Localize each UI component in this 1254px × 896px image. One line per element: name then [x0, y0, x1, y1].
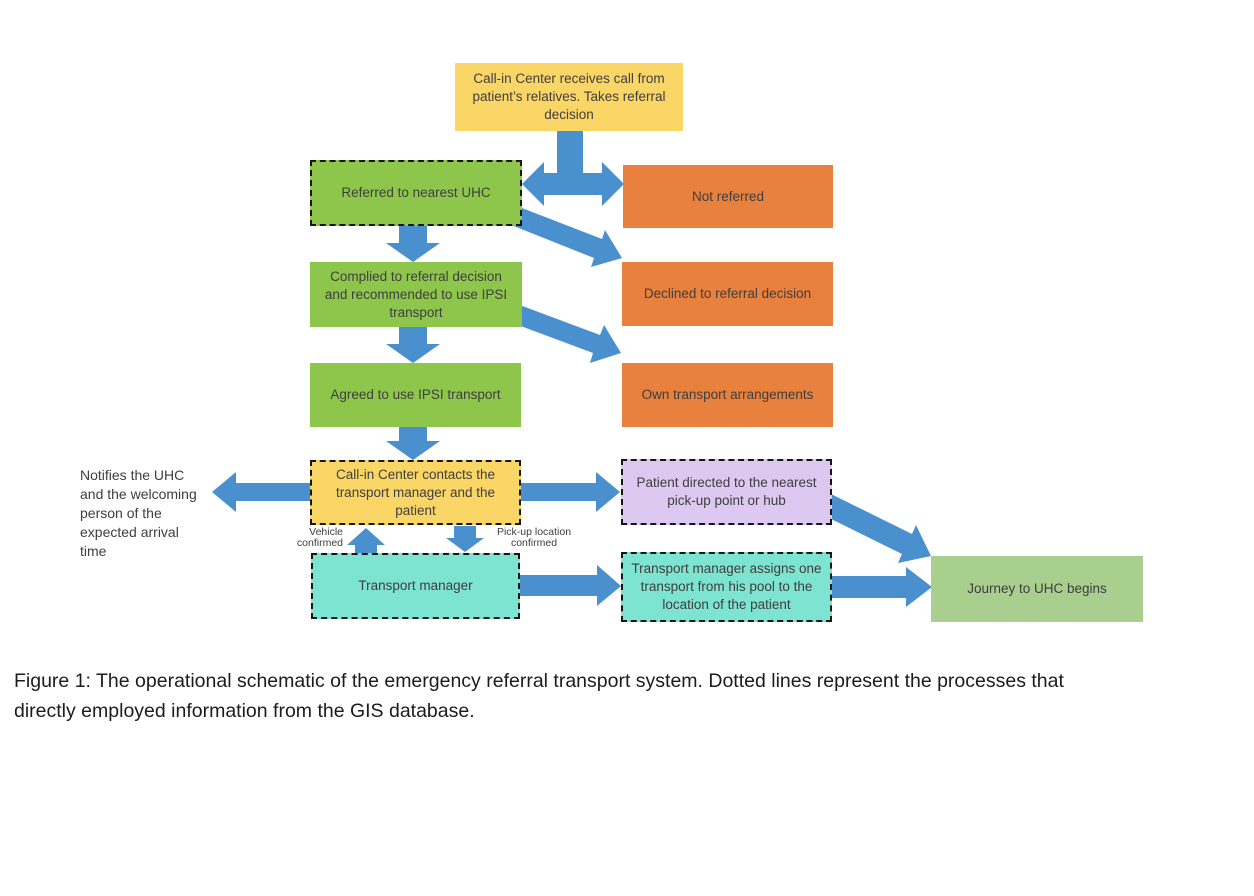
arrow-vehicle-confirmed-up [347, 528, 385, 553]
node-not-referred-label: Not referred [691, 188, 765, 204]
node-call-in-contacts-label: Call-in Center contacts the transport ma… [335, 466, 496, 518]
node-patient-directed-pickup: Patient directed to the nearest pick-up … [621, 459, 832, 525]
node-call-in-contacts: Call-in Center contacts the transport ma… [310, 460, 521, 525]
node-agreed-ipsi-transport: Agreed to use IPSI transport [310, 363, 521, 427]
figure-caption: Figure 1: The operational schematic of t… [14, 666, 1214, 726]
arrow-pickup-confirmed-down [446, 526, 484, 552]
arrow-referred-to-declined [501, 203, 622, 267]
arrow-assigns-to-journey [832, 567, 932, 607]
node-transport-manager: Transport manager [311, 553, 520, 619]
arrow-contacts-to-pickup [521, 472, 620, 512]
arrow-referred-to-complied [386, 226, 440, 262]
node-own-transport: Own transport arrangements [622, 363, 833, 427]
node-declined-referral-label: Declined to referral decision [643, 286, 812, 301]
node-declined-referral: Declined to referral decision [622, 262, 833, 326]
side-note-notifies: Notifies the UHC and the welcoming perso… [80, 467, 197, 559]
arrow-manager-to-assigns [520, 565, 621, 606]
figure-caption-line-2: directly employed information from the G… [14, 700, 475, 722]
node-agreed-ipsi-transport-label: Agreed to use IPSI transport [330, 387, 501, 402]
arrow-agreed-to-contacts [386, 427, 440, 460]
node-referred-nearest-uhc: Referred to nearest UHC [310, 160, 522, 226]
node-own-transport-label: Own transport arrangements [641, 387, 814, 402]
arrow-decision-split [522, 162, 624, 206]
figure-caption-line-1: Figure 1: The operational schematic of t… [14, 670, 1064, 692]
node-call-in-receives: Call-in Center receives call from patien… [455, 63, 683, 131]
node-call-in-receives-label: Call-in Center receives call from patien… [472, 71, 666, 122]
node-transport-assigns: Transport manager assigns one transport … [621, 552, 832, 622]
node-complied-referral: Complied to referral decision and recomm… [310, 262, 522, 327]
node-not-referred: Not referred [623, 165, 833, 228]
edge-label-pickup-location-confirmed: Pick-up location confirmed [496, 526, 572, 549]
arrow-contacts-to-notify [212, 472, 311, 512]
arrow-pickup-to-journey [821, 494, 931, 563]
node-transport-manager-label: Transport manager [358, 578, 473, 593]
arrow-complied-to-agreed [386, 327, 440, 363]
node-referred-nearest-uhc-label: Referred to nearest UHC [341, 185, 491, 200]
node-transport-assigns-label: Transport manager assigns one transport … [631, 561, 822, 612]
node-complied-referral-label: Complied to referral decision and recomm… [324, 268, 508, 320]
arrow-complied-to-own-transport [502, 301, 621, 363]
edge-label-vehicle-confirmed: Vehicle confirmed [296, 526, 343, 549]
node-journey-begins: Journey to UHC begins [931, 556, 1143, 622]
node-patient-directed-pickup-label: Patient directed to the nearest pick-up … [636, 475, 817, 508]
node-journey-begins-label: Journey to UHC begins [967, 581, 1107, 596]
